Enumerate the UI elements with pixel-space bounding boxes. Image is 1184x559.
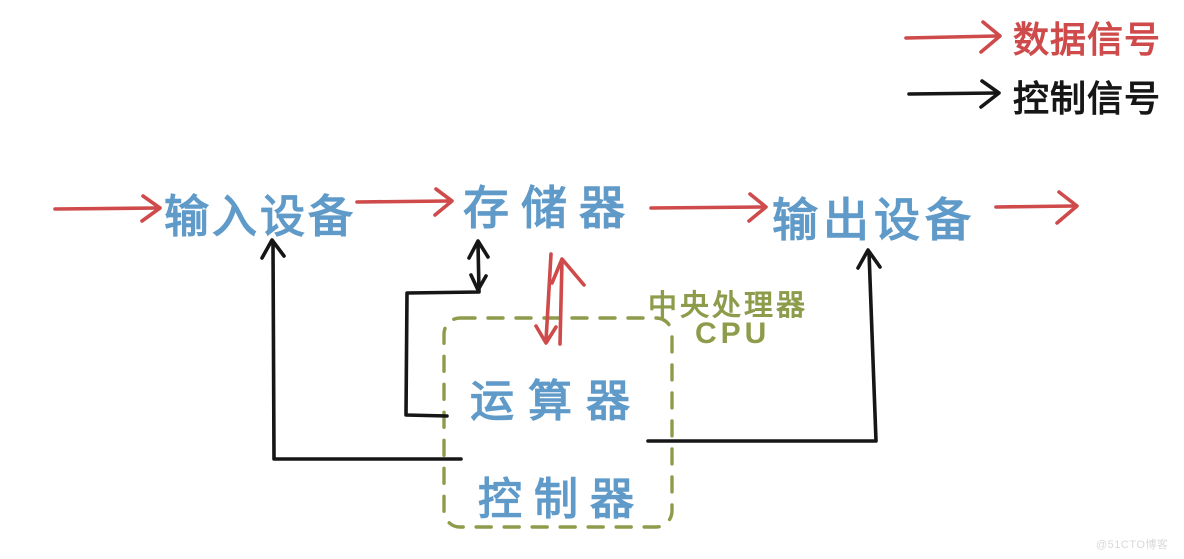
control-unit-node: 控制器 <box>478 475 646 524</box>
cpu-label-english: CPU <box>695 317 771 350</box>
legend-data-signal-arrow <box>904 20 1002 54</box>
legend-data-signal-label: 数据信号 <box>1013 19 1162 60</box>
input-device-node: 输入设备 <box>164 191 357 242</box>
data-arrow-memory-to-output <box>649 192 768 223</box>
legend-control-signal-arrow <box>907 79 1001 109</box>
cpu-label-chinese: 中央处理器 <box>648 290 809 322</box>
memory-node: 存储器 <box>463 182 637 234</box>
control-arrow-cu-to-input <box>260 238 463 461</box>
data-arrow-out-of-output <box>994 190 1079 225</box>
data-arrow-input-to-memory <box>355 187 454 217</box>
data-arrow-memory-to-cpu <box>534 252 558 345</box>
legend-control-signal-label: 控制信号 <box>1013 78 1162 119</box>
control-arrow-cu-to-output <box>646 248 882 443</box>
watermark: @51CTO博客 <box>1096 539 1169 551</box>
control-arrow-alu-to-memory <box>404 239 490 418</box>
data-arrow-into-input <box>53 194 162 223</box>
cpu-dashed-box <box>442 316 674 529</box>
alu-node: 运算器 <box>470 377 644 426</box>
data-arrow-cpu-to-memory <box>550 257 586 346</box>
output-device-node: 输出设备 <box>772 194 976 246</box>
